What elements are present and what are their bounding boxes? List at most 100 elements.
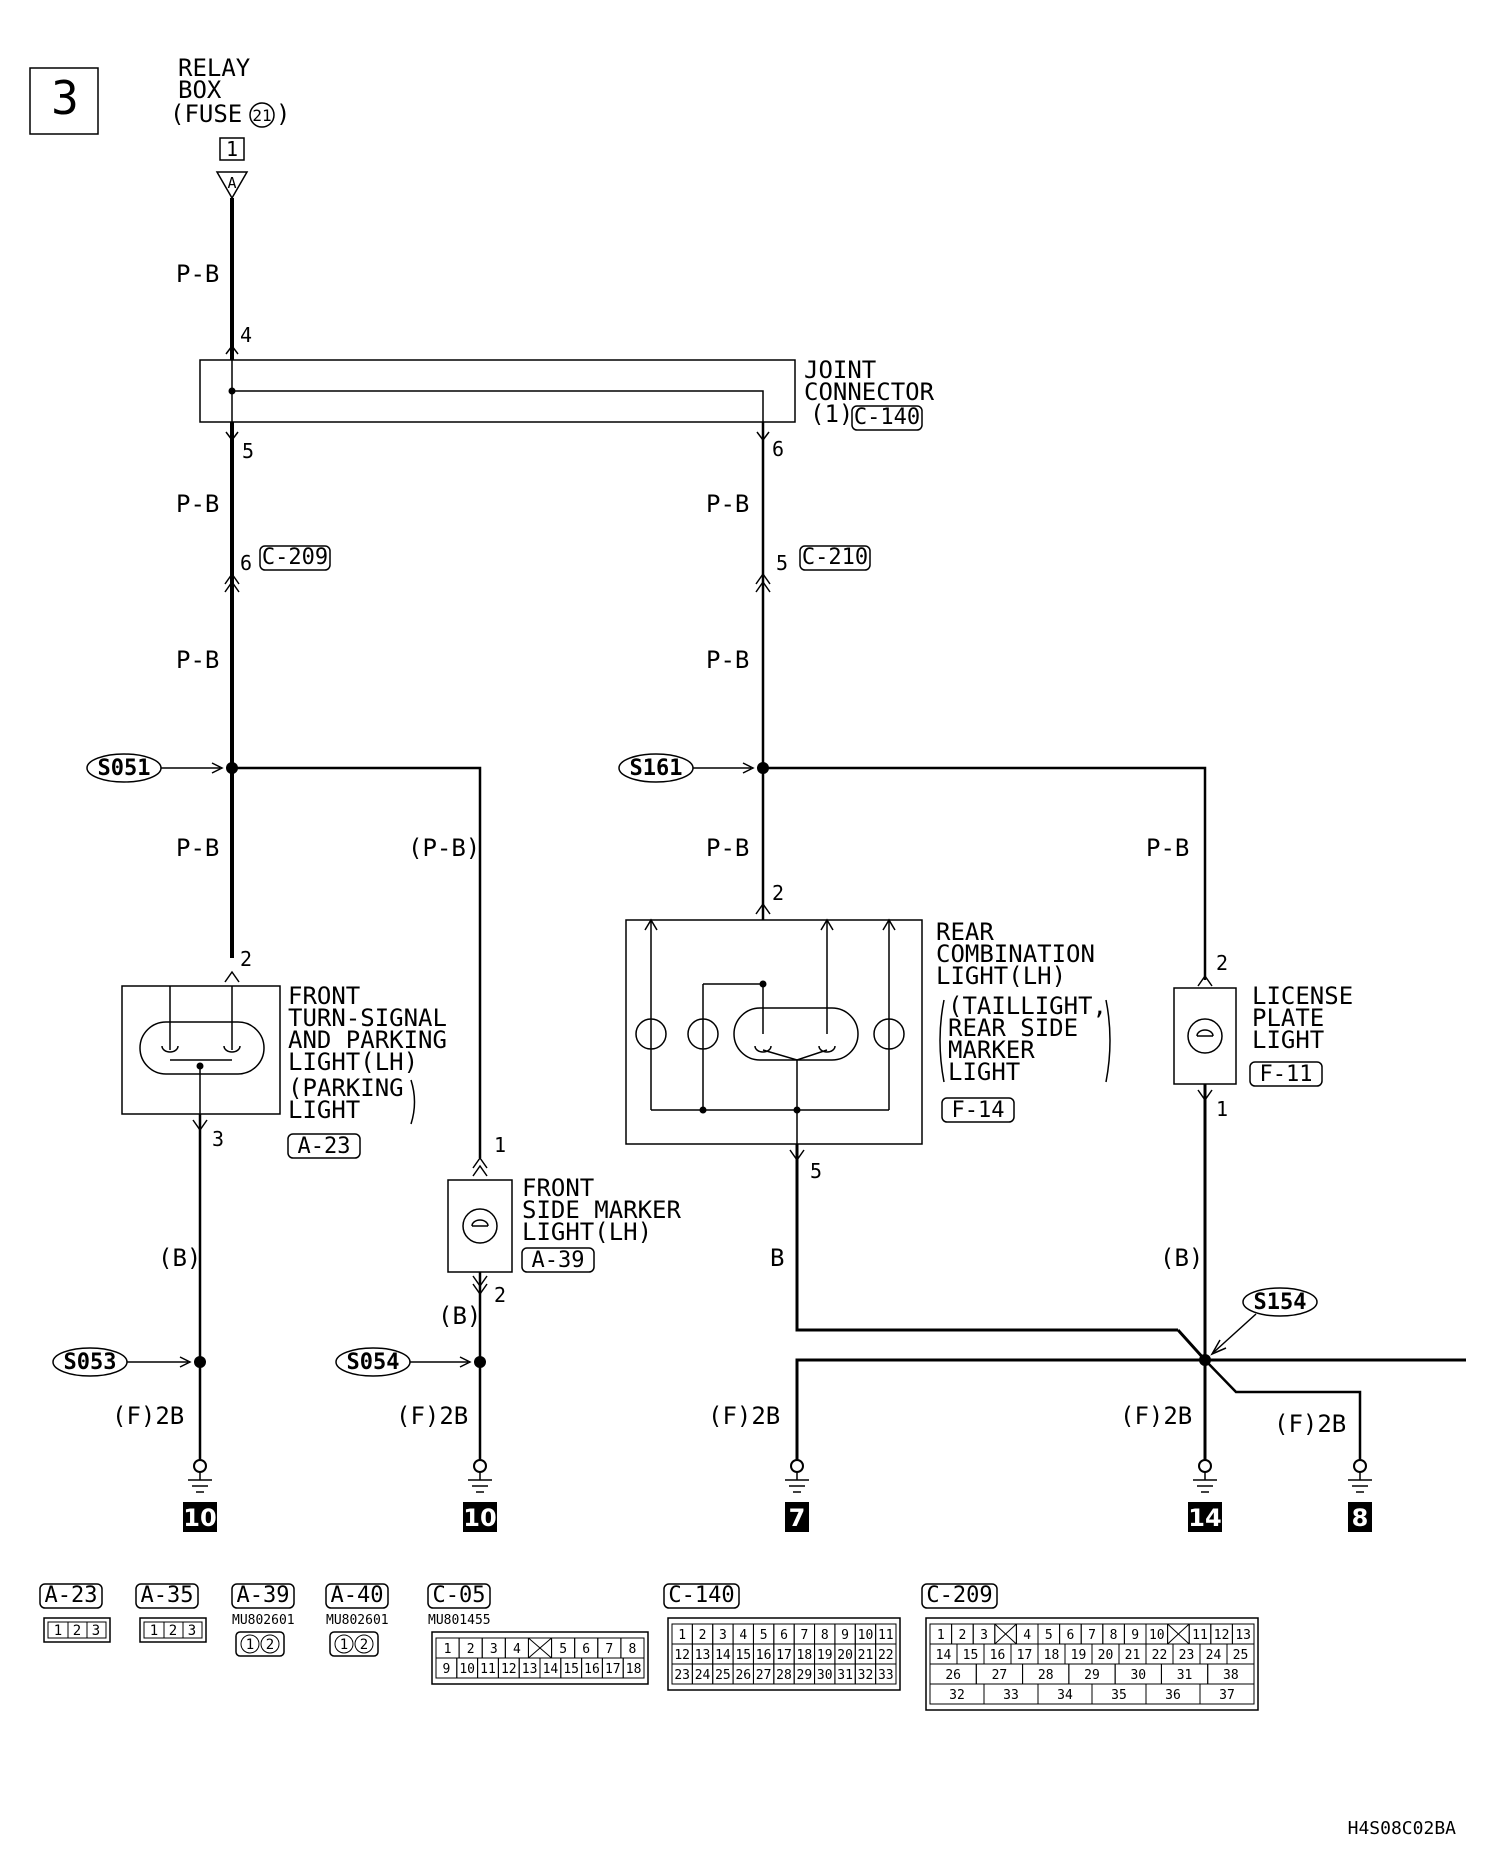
c210-code-box [799, 545, 871, 571]
rear-combo-line3: LIGHT(LH) [936, 962, 1066, 990]
license-line3: LIGHT [1252, 1026, 1324, 1054]
connector-pin: 19 [1071, 1648, 1087, 1663]
side-marker-line3: LIGHT(LH) [522, 1218, 652, 1246]
license-line2: PLATE [1252, 1004, 1324, 1032]
connector-code: A-39 [237, 1583, 290, 1608]
connector-pin: 32 [858, 1668, 874, 1683]
connector-letter: A [227, 174, 236, 192]
connector-pin: 38 [1223, 1668, 1239, 1683]
connector-pin: 18 [626, 1662, 642, 1677]
connector-code: C-209 [926, 1583, 992, 1608]
fuse-close-paren: ) [276, 100, 290, 128]
wire-color-label: P-B [1146, 834, 1189, 862]
c209-code: C-209 [262, 545, 328, 570]
connector-code: C-140 [668, 1583, 734, 1608]
ground-number-badge [183, 1502, 217, 1532]
connector-pin: 9 [841, 1628, 849, 1643]
connector-pin: 6 [1066, 1628, 1074, 1643]
connector-pin: 3 [980, 1628, 988, 1643]
s054-label: S054 [347, 1350, 400, 1375]
license-pin-top: 2 [1216, 951, 1228, 975]
connector-pin: 1 [246, 1637, 254, 1653]
rear-combo-line7: LIGHT [948, 1058, 1020, 1086]
connector-pin: 2 [699, 1628, 707, 1643]
s051-label: S051 [98, 756, 151, 781]
connector-pin: 2 [958, 1628, 966, 1643]
connector-pin: 28 [1038, 1668, 1054, 1683]
connector-part-number: MU802601 [326, 1613, 389, 1628]
side-marker-line2: SIDE MARKER [522, 1196, 681, 1224]
connector-pin: 24 [695, 1668, 711, 1683]
wire-color-label: (P-B) [408, 834, 480, 862]
s161-label: S161 [630, 756, 683, 781]
connector-pin: 2 [73, 1623, 81, 1639]
ground-number-badge [463, 1502, 497, 1532]
ground-symbol: 10 [463, 1459, 497, 1532]
wire-color-label: P-B [176, 260, 219, 288]
front-turn-line2: TURN-SIGNAL [288, 1004, 447, 1032]
ground-number-badge [1188, 1502, 1222, 1532]
fuse-number: 21 [252, 106, 271, 125]
connector-pin: 32 [949, 1688, 965, 1703]
connector-pin: 3 [188, 1623, 196, 1639]
connector-pin: 11 [480, 1662, 496, 1677]
connector-code: A-40 [331, 1583, 384, 1608]
connector-pin: 11 [1192, 1628, 1208, 1643]
ground-number: 14 [1188, 1504, 1221, 1532]
connector-pin: 14 [936, 1648, 952, 1663]
front-turn-line1: FRONT [288, 982, 360, 1010]
connector-pin: 25 [1233, 1648, 1249, 1663]
connector-pin: 33 [878, 1668, 894, 1683]
joint-code: C-140 [854, 405, 920, 430]
wire-s154-feed [1176, 1328, 1207, 1362]
rear-combination-light: 2 REAR COMBINATION LIGHT(LH) (TAILLIGHT,… [625, 881, 1111, 1183]
connector-pin: 17 [605, 1662, 621, 1677]
splice-s161: S161 [618, 753, 769, 783]
connector-pin: 5 [559, 1642, 567, 1657]
connector-pin: 5 [1045, 1628, 1053, 1643]
connector-pin: 26 [735, 1668, 751, 1683]
connector-pin: 6 [780, 1628, 788, 1643]
connector-pin: 12 [501, 1662, 517, 1677]
ground-wire-label: (F)2B [112, 1402, 184, 1430]
side-marker-code: A-39 [532, 1248, 585, 1273]
license-pin-bottom: 1 [1216, 1097, 1228, 1121]
side-marker-pin-bottom: 2 [494, 1283, 506, 1307]
wire-color-label: P-B [706, 490, 749, 518]
front-turn-pin-top: 2 [240, 947, 252, 971]
connector-pin: 16 [756, 1648, 772, 1663]
wire-color-label: P-B [176, 834, 219, 862]
footer-code: H4S08C02BA [1348, 1818, 1457, 1839]
connector-pin: 4 [739, 1628, 747, 1643]
connector-code: A-35 [141, 1583, 194, 1608]
connector-pin: 20 [837, 1648, 853, 1663]
connector-pin: 15 [563, 1662, 579, 1677]
connector-pin: 16 [990, 1648, 1006, 1663]
connector-pin: 10 [858, 1628, 874, 1643]
connector-pin: 1 [678, 1628, 686, 1643]
connector-pin: 36 [1165, 1688, 1181, 1703]
connector-pin: 31 [1177, 1668, 1193, 1683]
box-label: BOX [178, 76, 222, 104]
splice-s053: S053 [52, 1347, 206, 1377]
connector-pin: 34 [1057, 1688, 1073, 1703]
connector-pin: 7 [800, 1628, 808, 1643]
wire-rear-combo-ground [795, 1144, 1178, 1332]
connector-pin: 22 [1152, 1648, 1168, 1663]
ground-number: 7 [789, 1504, 806, 1532]
connector-pin: 1 [150, 1623, 158, 1639]
s154-dot [1199, 1354, 1211, 1366]
connector-pin: 6 [582, 1642, 590, 1657]
front-turn-line4: LIGHT(LH) [288, 1048, 418, 1076]
connector-pin: 15 [735, 1648, 751, 1663]
source-pin: 1 [226, 137, 238, 161]
front-turn-signal-light: 2 FRONT TURN-SIGNAL AND PARKING LIGHT(LH… [121, 947, 447, 1159]
connector-pin: 11 [878, 1628, 894, 1643]
ground-number-badge [1348, 1502, 1372, 1532]
connector-pin: 13 [695, 1648, 711, 1663]
rear-combo-line4: (TAILLIGHT, [948, 992, 1107, 1020]
